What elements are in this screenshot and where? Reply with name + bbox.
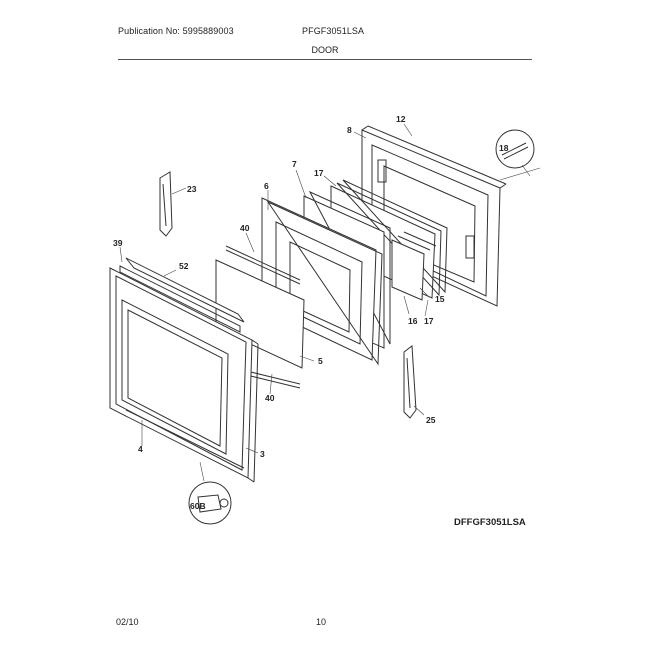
callout-16: 16 [408, 316, 418, 326]
callout-labels: 12 8 18 7 17 6 23 40 39 52 15 16 17 5 40… [113, 114, 509, 511]
hinge-25 [403, 345, 417, 419]
callout-7: 7 [292, 159, 297, 169]
callout-4: 4 [138, 444, 143, 454]
section-title: DOOR [311, 45, 339, 55]
screw-detail-60b [188, 461, 232, 525]
leader-lines [119, 123, 430, 454]
callout-15: 15 [435, 294, 445, 304]
callout-5: 5 [318, 356, 323, 366]
hinge-23 [159, 171, 173, 237]
callout-23: 23 [187, 184, 197, 194]
outer-door [109, 267, 259, 483]
door-handle [119, 257, 245, 333]
page-number: 10 [316, 617, 327, 627]
footer-date: 02/10 [116, 617, 139, 627]
diagram-id: DFFGF3051LSA [454, 517, 526, 528]
callout-17-top: 17 [314, 168, 324, 178]
screw-detail-18 [495, 129, 541, 181]
callout-52: 52 [179, 261, 189, 271]
publication-number: Publication No: 5995889003 [118, 26, 234, 36]
callout-8: 8 [347, 125, 352, 135]
callout-17-bottom: 17 [424, 316, 434, 326]
callout-40-bottom: 40 [265, 393, 275, 403]
callout-39: 39 [113, 238, 123, 248]
callout-40-top: 40 [240, 223, 250, 233]
callout-18: 18 [499, 143, 509, 153]
header-rule [118, 59, 532, 60]
callout-60b: 60B [190, 501, 206, 511]
callout-25: 25 [426, 415, 436, 425]
model-number: PFGF3051LSA [302, 26, 365, 36]
callout-3: 3 [260, 449, 265, 459]
callout-6: 6 [264, 181, 269, 191]
callout-12: 12 [396, 114, 406, 124]
